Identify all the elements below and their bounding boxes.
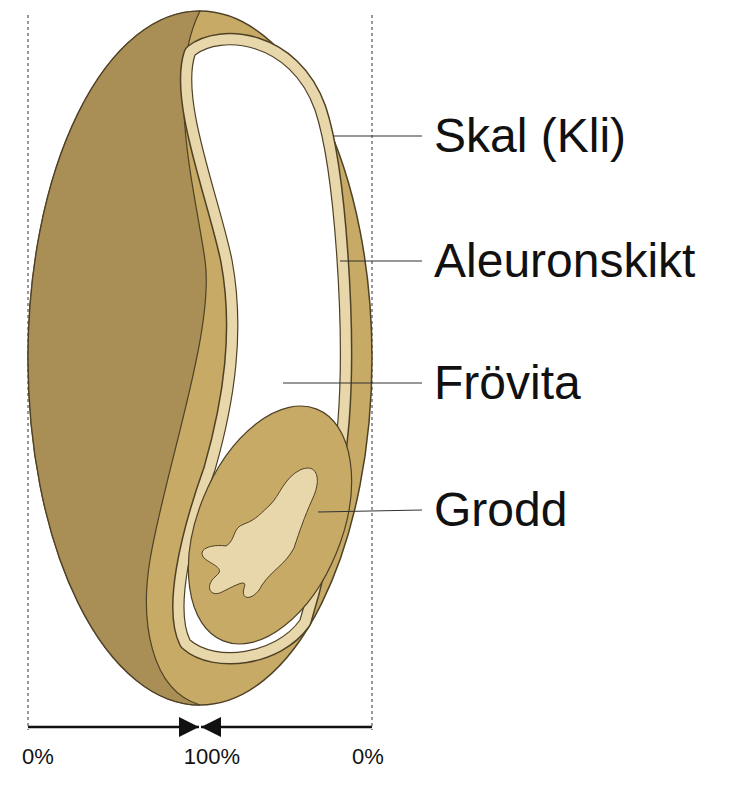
scale-arrow [201, 726, 372, 729]
scale-label: 0% [22, 744, 54, 769]
part-label: Skal (Kli) [434, 108, 626, 163]
leader-line [340, 260, 422, 261]
leader-line [318, 510, 422, 512]
scale-label: 100% [184, 744, 240, 769]
part-label: Frövita [434, 355, 581, 410]
leader-line [283, 382, 422, 383]
germ-core [202, 468, 317, 597]
part-label: Grodd [434, 482, 567, 537]
leader-line [333, 135, 422, 136]
scale-arrow [28, 726, 199, 729]
germ [156, 382, 383, 668]
scale-label: 0% [352, 744, 384, 769]
part-label: Aleuronskikt [434, 233, 695, 288]
